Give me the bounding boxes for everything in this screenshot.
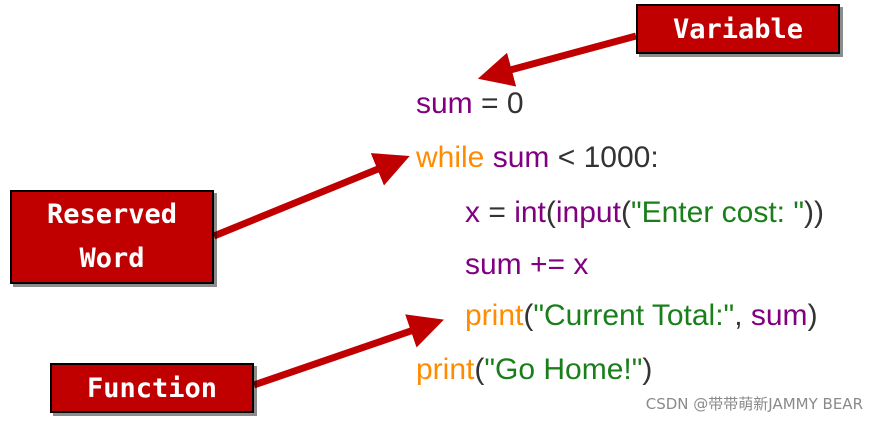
arrow-function bbox=[252, 314, 444, 389]
code-line-6: print("Go Home!") bbox=[416, 352, 652, 388]
token-function: int bbox=[514, 196, 546, 229]
token-paren: ( bbox=[474, 353, 485, 386]
reserved-word-label-line-1: Reserved bbox=[46, 199, 178, 230]
code-line-5: print("Current Total:", sum) bbox=[465, 298, 818, 334]
code-line-3: x = int(input("Enter cost: ")) bbox=[465, 195, 824, 231]
token-keyword: while bbox=[416, 141, 485, 174]
code-line-2: while sum < 1000: bbox=[416, 140, 659, 176]
watermark-text: CSDN @带带萌新JAMMY BEAR bbox=[645, 395, 863, 413]
token-paren: ( bbox=[545, 196, 556, 229]
token-comma: , bbox=[734, 299, 751, 332]
token-space bbox=[484, 141, 492, 174]
function-label: Function bbox=[86, 372, 218, 404]
code-line-1: sum = 0 bbox=[416, 86, 524, 122]
token-operator: = bbox=[480, 196, 515, 229]
reserved-word-label-box: Reserved Word bbox=[10, 190, 214, 284]
token-variable: x bbox=[465, 196, 480, 229]
code-line-4: sum += x bbox=[465, 247, 588, 283]
token-string: "Go Home!" bbox=[484, 353, 643, 386]
token-variable: sum bbox=[492, 141, 550, 174]
variable-label-box: Variable bbox=[636, 4, 840, 54]
token-paren: ) bbox=[642, 353, 653, 386]
token-number: 0 bbox=[506, 87, 524, 120]
token-operator: = bbox=[472, 87, 507, 120]
arrow-variable bbox=[477, 32, 637, 87]
token-variable: sum bbox=[750, 299, 808, 332]
token-expression: += x bbox=[521, 248, 589, 281]
token-function: print bbox=[465, 299, 524, 332]
token-string: "Current Total:" bbox=[533, 299, 735, 332]
token-paren: ( bbox=[523, 299, 534, 332]
token-variable: sum bbox=[416, 87, 473, 120]
token-function: input bbox=[555, 196, 621, 229]
token-function: print bbox=[416, 353, 475, 386]
function-label-box: Function bbox=[50, 363, 254, 413]
token-paren: )) bbox=[803, 196, 824, 229]
token-condition: < 1000: bbox=[549, 141, 659, 174]
variable-label: Variable bbox=[672, 13, 804, 45]
token-paren: ( bbox=[620, 196, 631, 229]
arrow-reserved-word bbox=[212, 153, 410, 240]
token-string: "Enter cost: " bbox=[630, 196, 804, 229]
token-variable: sum bbox=[465, 248, 522, 281]
reserved-word-label-line-2: Word bbox=[79, 243, 145, 274]
token-paren: ) bbox=[807, 299, 818, 332]
